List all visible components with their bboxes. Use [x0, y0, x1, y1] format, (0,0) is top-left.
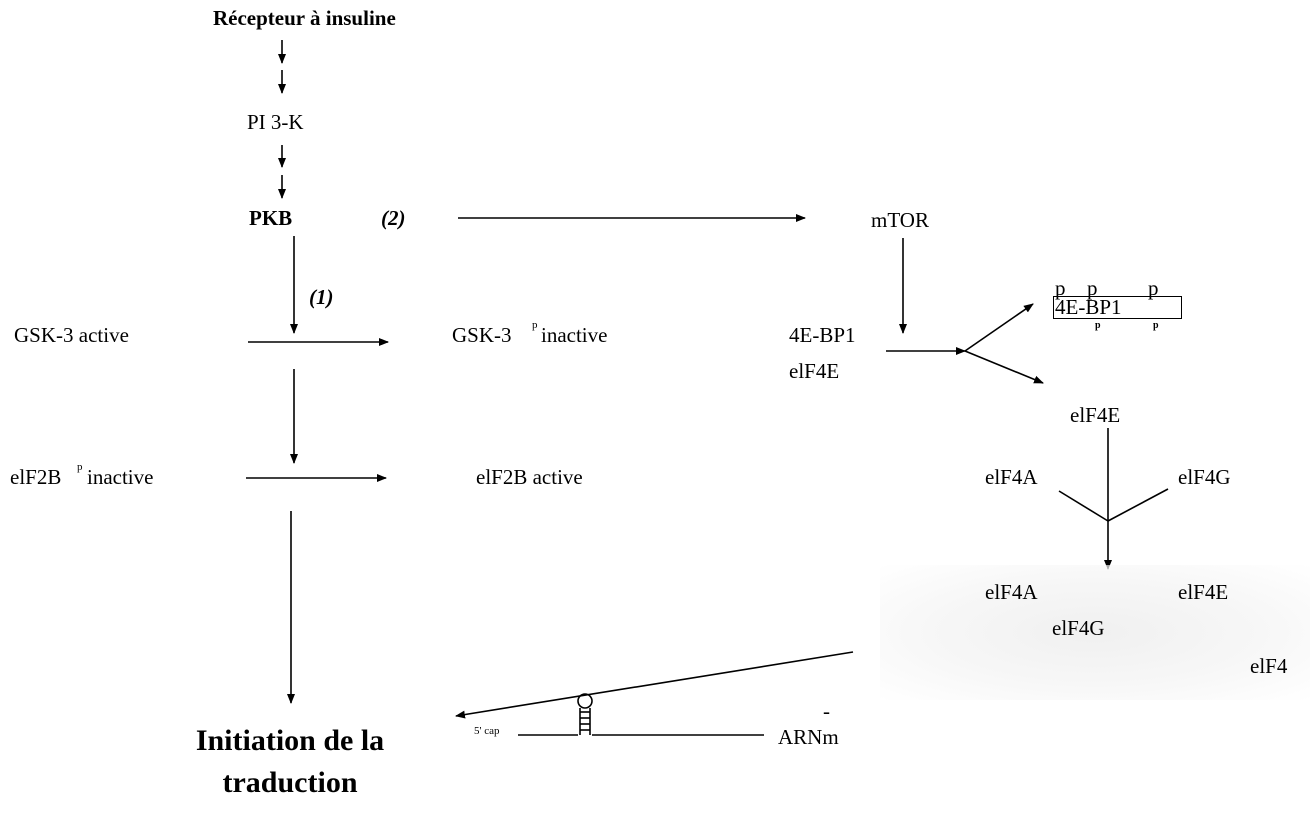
- mtor-label: mTOR: [871, 208, 929, 232]
- line-eif4g-join: [1107, 488, 1169, 522]
- hairpin-loop: [577, 693, 593, 709]
- arrow-complex-initiation: [455, 651, 854, 719]
- 4ebp1-label: 4E-BP1: [789, 323, 856, 347]
- initiation-title-line1: Initiation de la: [195, 724, 385, 757]
- path-1-label: (1): [309, 285, 334, 309]
- pkb-label: PKB: [249, 206, 293, 230]
- eif4a-label: elF4A: [985, 465, 1038, 489]
- eif4e-free-label: elF4E: [1070, 403, 1121, 427]
- arrow-to-free-eif4e: [964, 350, 1044, 384]
- receptor-label: Récepteur à insuline: [213, 6, 396, 30]
- phospho-top-2: p: [1087, 276, 1098, 300]
- complex-eif4a-label: elF4A: [985, 580, 1038, 604]
- complex-eif4e-label: elF4E: [1178, 580, 1229, 604]
- initiation-title-line2: traduction: [222, 766, 358, 799]
- five-prime-cap-label: 5' cap: [474, 725, 500, 737]
- complex-eif4g-label: elF4G: [1052, 616, 1105, 640]
- mrna-label: ARNm: [778, 725, 839, 749]
- gsk3-phospho-label: GSK-3: [452, 323, 512, 347]
- arrow-to-phosphorylated-4ebp1: [964, 303, 1034, 352]
- eif2b-phospho-label: elF2B: [10, 465, 62, 489]
- path-2-label: (2): [381, 206, 406, 230]
- phospho-superscript: p: [77, 461, 83, 473]
- phosphorylated-4ebp1-box: [1053, 296, 1182, 319]
- phosphorylated-4ebp1-label: 4E-BP1: [1055, 295, 1122, 319]
- line-eif4a-join: [1058, 490, 1109, 522]
- gsk3-inactive-label: inactive: [541, 323, 608, 347]
- phospho-top-3: p: [1148, 276, 1159, 300]
- phospho-top-1: p: [1055, 276, 1066, 300]
- eif4e-bound-label: elF4E: [789, 359, 840, 383]
- phospho-bottom-1: p: [1095, 320, 1101, 331]
- pi3k-label: PI 3-K: [247, 110, 304, 134]
- gsk3-active-label: GSK-3 active: [14, 323, 129, 347]
- phospho-bottom-2: p: [1153, 320, 1159, 331]
- minus-sign: -: [823, 699, 830, 723]
- complex-haze: [880, 565, 1310, 700]
- eif4g-label: elF4G: [1178, 465, 1231, 489]
- complex-eif4-label: elF4: [1250, 654, 1288, 678]
- phospho-superscript: p: [532, 319, 538, 331]
- eif2b-inactive-label: inactive: [87, 465, 154, 489]
- eif2b-active-label: elF2B active: [476, 465, 583, 489]
